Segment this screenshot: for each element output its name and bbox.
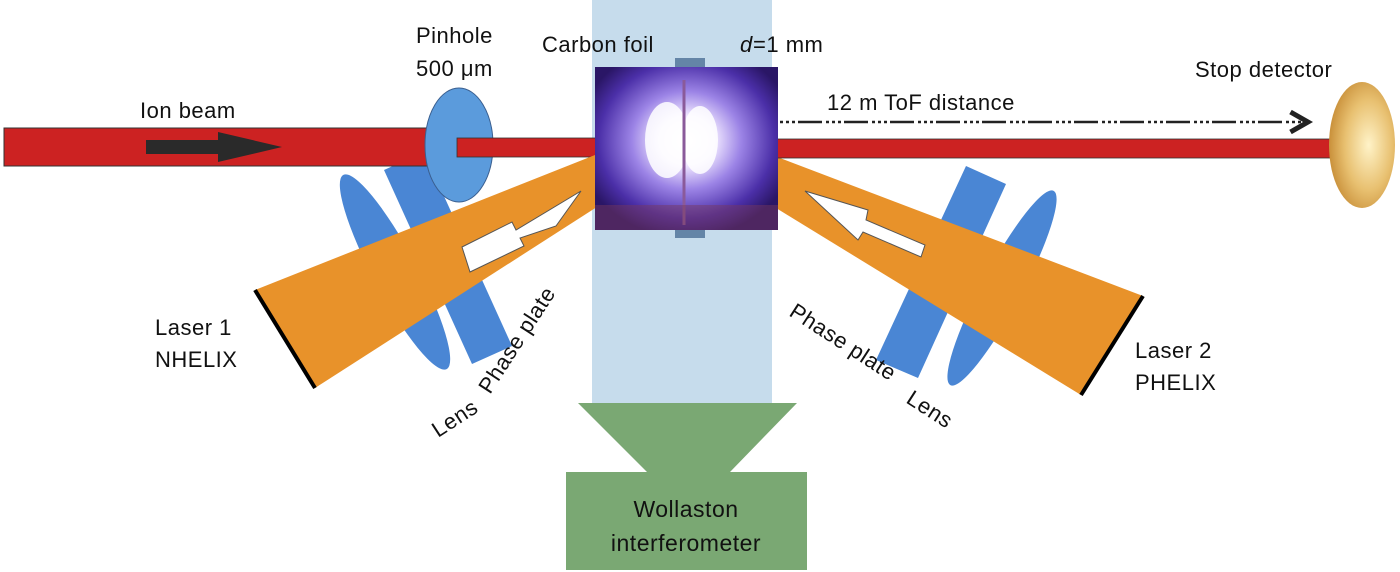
plasma-glow-right: [682, 106, 718, 174]
laser1-label-line1: Laser 1: [155, 315, 232, 340]
plasma-base: [595, 205, 778, 230]
foil-thickness-value: =1 mm: [753, 32, 823, 57]
ion-beam-collimated: [456, 137, 598, 158]
interferometer-label-line1: Wollaston: [633, 496, 738, 522]
ion-beam-label: Ion beam: [140, 98, 236, 123]
lens-right-label: Lens: [902, 385, 957, 433]
laser1-label-line2: NHELIX: [155, 347, 237, 372]
ion-beam-tof: [771, 138, 1333, 159]
laser2-label-line1: Laser 2: [1135, 338, 1212, 363]
laser1-direction-arrow: [461, 190, 582, 273]
pinhole-label-line1: Pinhole: [416, 23, 493, 48]
foil-thickness-variable: d: [740, 32, 753, 57]
tof-distance-label: 12 m ToF distance: [827, 90, 1015, 115]
pinhole-label-line2: 500 μm: [416, 56, 493, 81]
interferometer-label-line2: interferometer: [611, 530, 761, 556]
lens-left-label: Lens: [427, 394, 482, 442]
phase-plate-right-label: Phase plate: [785, 298, 901, 385]
interferometer-funnel: [578, 403, 797, 472]
carbon-foil-label: Carbon foil: [542, 32, 654, 57]
laser1-aperture: [253, 288, 317, 390]
stop-detector-label: Stop detector: [1195, 57, 1332, 82]
laser2-aperture: [1079, 294, 1145, 397]
laser2-direction-arrow: [804, 190, 926, 258]
laser2-label-line2: PHELIX: [1135, 370, 1216, 395]
laser1-beam: [255, 155, 600, 388]
stop-detector: [1329, 82, 1395, 208]
plasma-glow-left: [645, 102, 689, 178]
ion-beam-direction-arrow: [146, 132, 282, 162]
interferometer-box: [566, 472, 807, 570]
